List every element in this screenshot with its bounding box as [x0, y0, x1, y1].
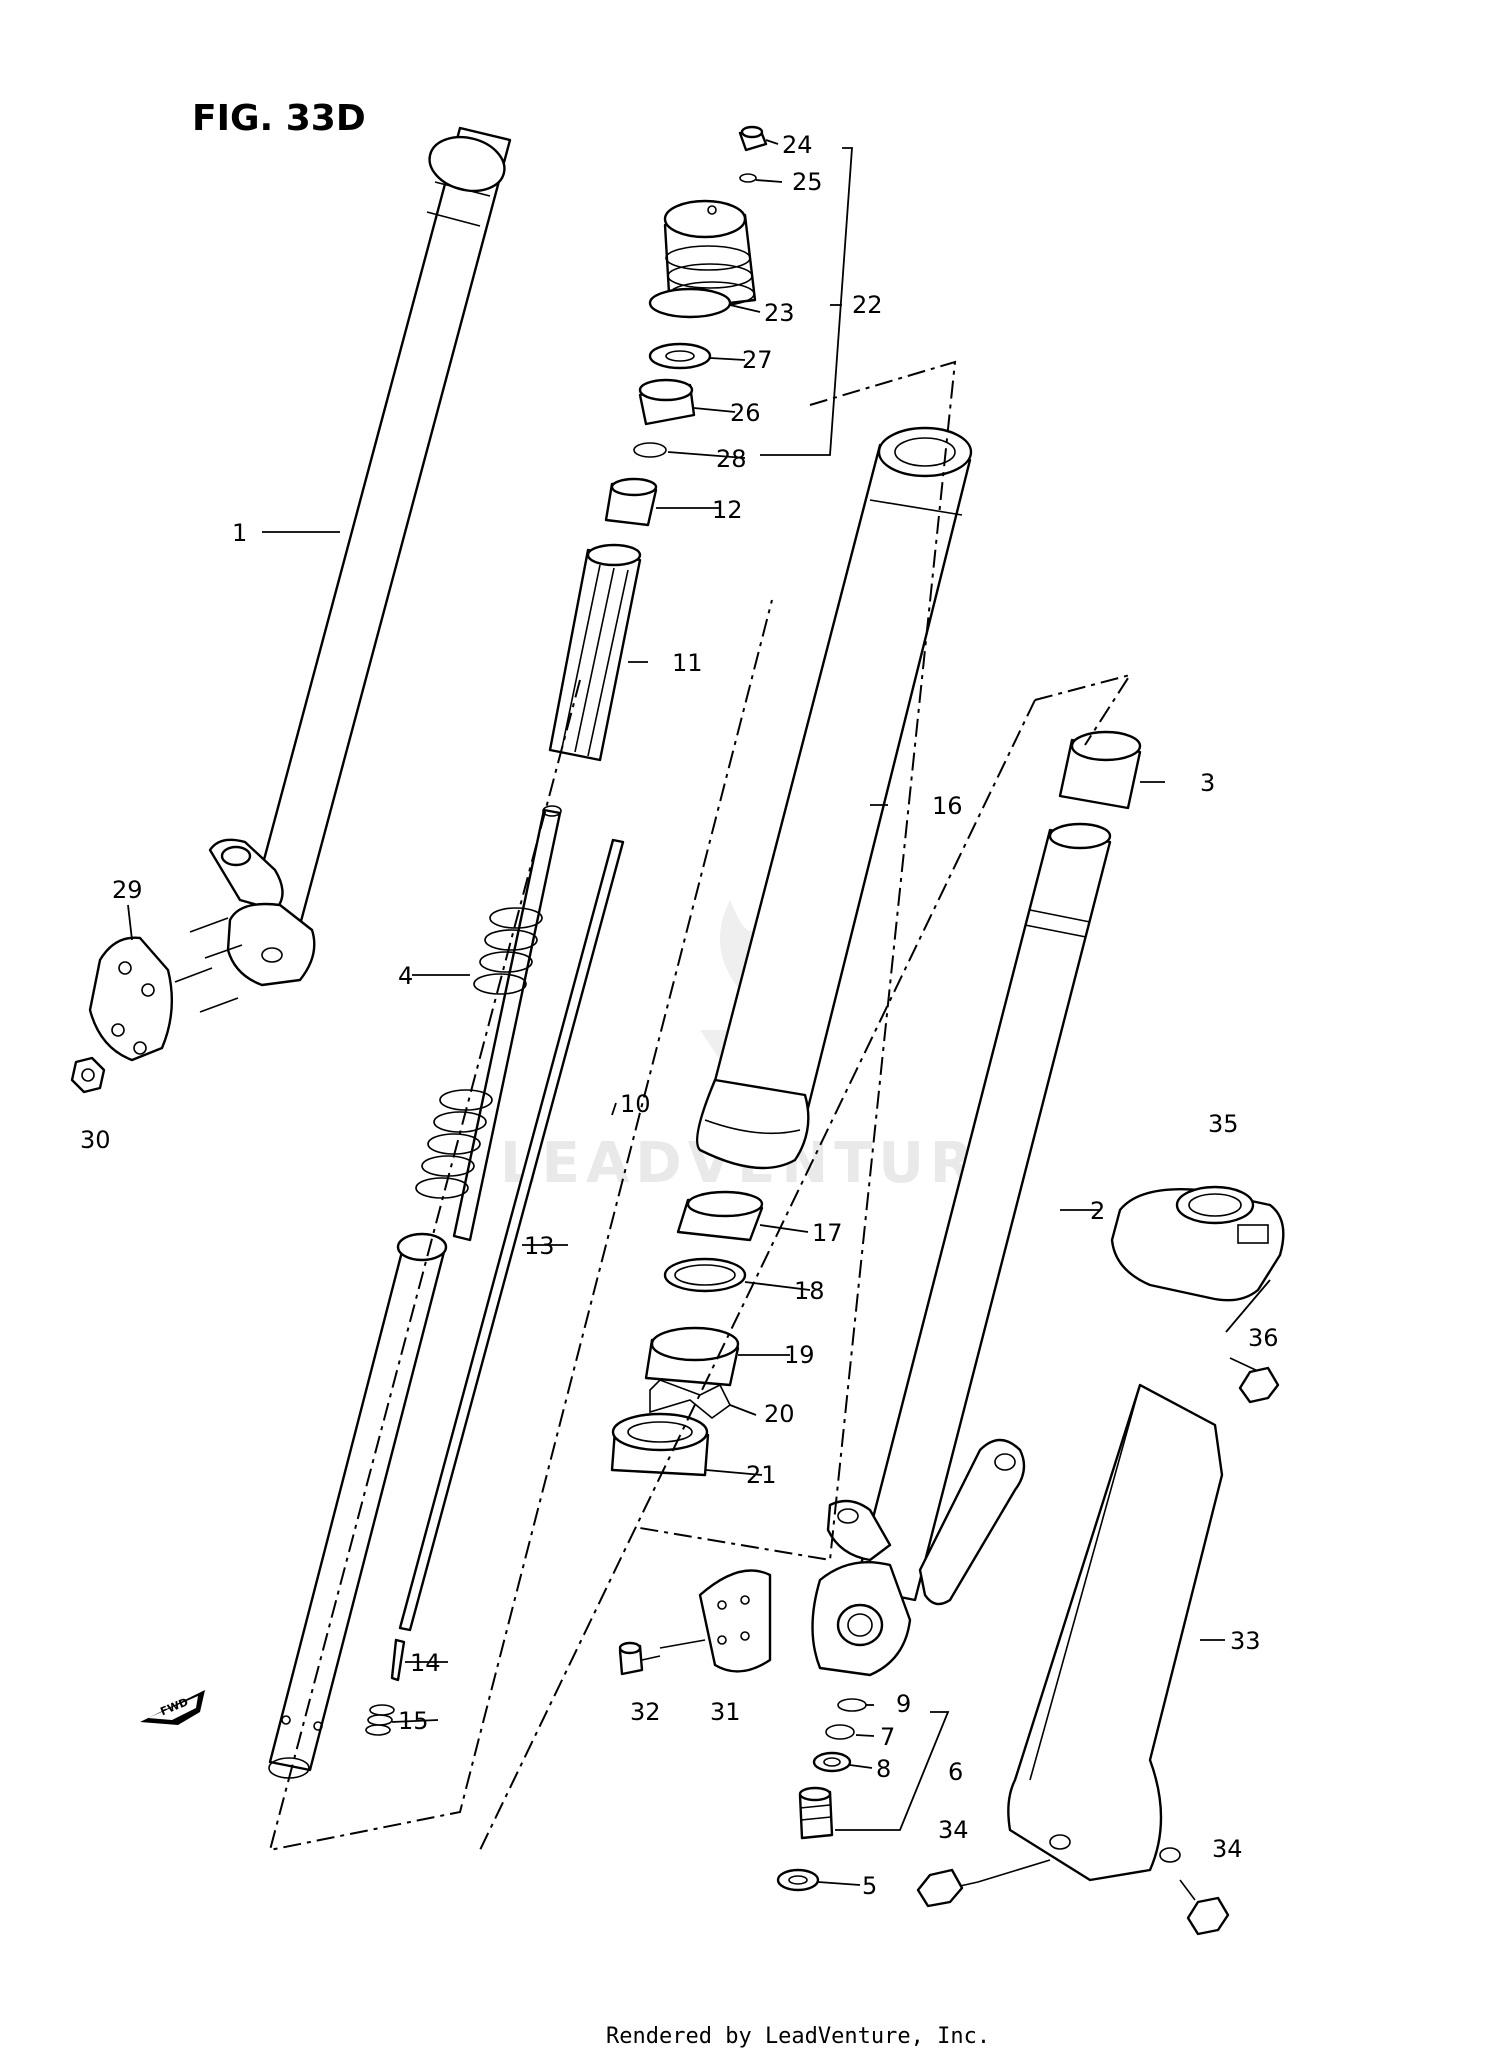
part-34-bolt-right[interactable] — [1179, 1879, 1230, 1936]
part-18-ring[interactable] — [663, 1257, 747, 1293]
part-32-bolt[interactable] — [618, 1641, 661, 1676]
part-34-bolt-left[interactable] — [916, 1859, 1051, 1908]
part-9-washer[interactable] — [837, 1698, 867, 1712]
callout-35[interactable]: 35 — [1208, 1110, 1239, 1138]
part-14-needle[interactable] — [390, 1638, 406, 1682]
footer-credit: Rendered by LeadVenture, Inc. — [606, 2024, 990, 2049]
part-29-studs — [174, 917, 243, 1013]
callout-15[interactable]: 15 — [398, 1707, 429, 1735]
callout-6[interactable]: 6 — [948, 1758, 963, 1786]
part-10-damper-rod[interactable] — [398, 838, 625, 1632]
callout-12[interactable]: 12 — [712, 496, 743, 524]
figure-title: FIG. 33D — [192, 98, 366, 139]
part-7-washer[interactable] — [825, 1724, 855, 1740]
part-20-clip[interactable] — [649, 1379, 732, 1420]
callout-2[interactable]: 2 — [1090, 1197, 1105, 1225]
callout-36[interactable]: 36 — [1248, 1324, 1279, 1352]
callout-5[interactable]: 5 — [862, 1872, 877, 1900]
callout-1[interactable]: 1 — [232, 519, 247, 547]
part-26-spacer[interactable] — [638, 378, 696, 426]
part-29-axle-clamp[interactable] — [88, 936, 174, 1062]
callout-33[interactable]: 33 — [1230, 1627, 1261, 1655]
callout-34b[interactable]: 34 — [1212, 1835, 1243, 1863]
fwd-arrow-icon: FWD — [140, 1690, 205, 1725]
callout-13[interactable]: 13 — [524, 1232, 555, 1260]
callout-31[interactable]: 31 — [710, 1698, 741, 1726]
part-19-seal[interactable] — [644, 1326, 740, 1387]
callout-20[interactable]: 20 — [764, 1400, 795, 1428]
callout-21[interactable]: 21 — [746, 1461, 777, 1489]
callout-19[interactable]: 19 — [784, 1341, 815, 1369]
callout-7[interactable]: 7 — [880, 1723, 895, 1751]
part-24-bolt[interactable] — [738, 125, 768, 152]
part-1-outer-tube[interactable] — [208, 126, 512, 987]
part-17-seal[interactable] — [676, 1190, 764, 1242]
assembly-frame-lines — [268, 147, 1133, 1852]
callout-8[interactable]: 8 — [876, 1755, 891, 1783]
part-28-ring[interactable] — [633, 442, 667, 458]
part-4-spring[interactable] — [415, 805, 562, 1242]
callout-30[interactable]: 30 — [80, 1126, 111, 1154]
part-15-spring[interactable] — [365, 1704, 395, 1736]
callout-9[interactable]: 9 — [896, 1690, 911, 1718]
part-27-washer[interactable] — [648, 342, 712, 370]
part-8-washer[interactable] — [812, 1751, 852, 1773]
part-25-washer[interactable] — [739, 173, 757, 183]
callout-32[interactable]: 32 — [630, 1698, 661, 1726]
part-2-outer-tube[interactable] — [811, 822, 1112, 1677]
callout-25[interactable]: 25 — [792, 168, 823, 196]
callout-labels: 1 2 3 4 5 6 7 8 9 10 11 12 13 14 15 16 1… — [80, 131, 1279, 1900]
callout-28[interactable]: 28 — [716, 445, 747, 473]
part-36-bolt[interactable] — [1229, 1357, 1280, 1404]
part-12-collar[interactable] — [604, 477, 658, 527]
callout-10[interactable]: 10 — [620, 1090, 651, 1118]
callout-14[interactable]: 14 — [410, 1649, 441, 1677]
callout-4[interactable]: 4 — [398, 962, 413, 990]
part-5-washer[interactable] — [776, 1868, 820, 1892]
part-11-cartridge[interactable] — [548, 543, 642, 762]
part-16-fork-outer[interactable] — [696, 426, 973, 1170]
callout-23[interactable]: 23 — [764, 299, 795, 327]
callout-18[interactable]: 18 — [794, 1277, 825, 1305]
callout-27[interactable]: 27 — [742, 346, 773, 374]
callout-22[interactable]: 22 — [852, 291, 883, 319]
part-23-o-ring[interactable] — [648, 287, 732, 319]
part-21-dust-seal[interactable] — [610, 1412, 710, 1477]
part-31-bracket[interactable] — [659, 1569, 772, 1673]
callout-24[interactable]: 24 — [782, 131, 813, 159]
part-13-inner-tube[interactable] — [268, 1232, 448, 1779]
callout-26[interactable]: 26 — [730, 399, 761, 427]
callout-11[interactable]: 11 — [672, 649, 703, 677]
callout-29[interactable]: 29 — [112, 876, 143, 904]
leader-lines — [127, 139, 1271, 1886]
callout-34a[interactable]: 34 — [938, 1816, 969, 1844]
callout-17[interactable]: 17 — [812, 1219, 843, 1247]
part-33-fork-guard[interactable] — [1007, 1383, 1224, 1882]
part-6-adjuster[interactable] — [798, 1786, 834, 1840]
part-3-bushing[interactable] — [1058, 730, 1142, 810]
callout-16[interactable]: 16 — [932, 792, 963, 820]
part-30-nut[interactable] — [70, 1056, 106, 1094]
part-22-top-cap[interactable] — [663, 199, 757, 312]
part-35-clamp[interactable] — [1110, 1185, 1285, 1302]
callout-3[interactable]: 3 — [1200, 769, 1215, 797]
